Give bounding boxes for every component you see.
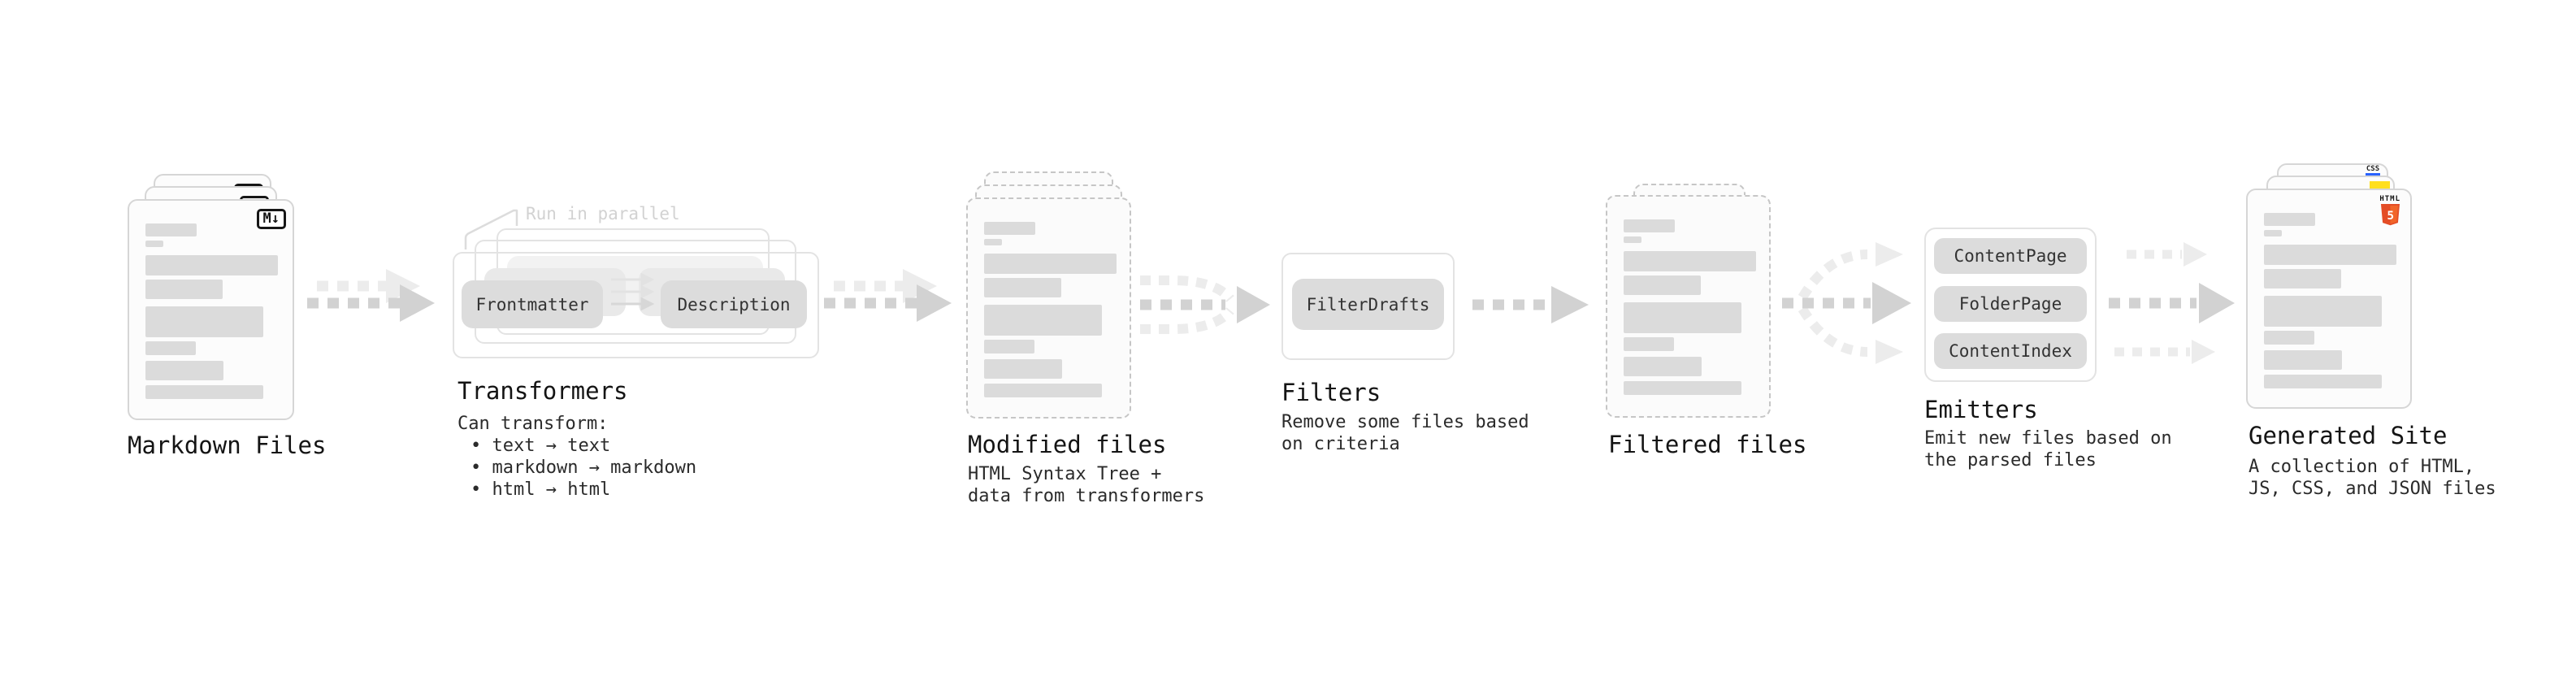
stage-title-emitters: Emitters xyxy=(1924,396,2038,423)
frontmatter-chip: Frontmatter xyxy=(462,280,603,328)
filterdrafts-chip: FilterDrafts xyxy=(1292,279,1444,330)
filters-description: Remove some files based on criteria xyxy=(1281,411,1529,455)
contentpage-chip: ContentPage xyxy=(1934,238,2087,274)
flow-arrow-markdown-to-transformers xyxy=(307,269,435,322)
modified-files-description: HTML Syntax Tree + data from transformer… xyxy=(968,463,1204,507)
markdown-icon: M↓ xyxy=(256,209,286,229)
flow-arrow-merge-modified-to-filters xyxy=(1140,275,1270,334)
transformers-description: Can transform: • text → text • markdown … xyxy=(458,413,696,501)
transformer-layer-box-front xyxy=(453,252,819,358)
emitters-desc-line-1: Emit new files based on xyxy=(1924,428,2172,449)
description-chip: Description xyxy=(661,280,807,328)
contentindex-chip: ContentIndex xyxy=(1934,333,2087,369)
folderpage-chip: FolderPage xyxy=(1934,286,2087,322)
transformers-bullet-1: • text → text xyxy=(471,436,611,456)
markdown-file-card-front: M↓ xyxy=(128,199,294,420)
transformers-bullet-3: • html → html xyxy=(471,479,611,500)
css-badge-label: CSS xyxy=(2366,165,2380,173)
flow-arrow-filters-to-filtered xyxy=(1472,286,1589,323)
filters-desc-line-2: on criteria xyxy=(1281,434,1400,454)
html5-icon: HTML 5 xyxy=(2379,195,2400,229)
transformers-desc-heading: Can transform: xyxy=(458,414,609,434)
skeleton-text-lines xyxy=(984,222,1117,397)
stage-title-modified-files: Modified files xyxy=(968,431,1167,458)
stage-title-filters: Filters xyxy=(1281,379,1381,406)
flow-arrow-fork-filtered-to-emitters xyxy=(1782,242,1911,364)
skeleton-text-lines xyxy=(145,223,280,399)
modified-desc-line-1: HTML Syntax Tree + xyxy=(968,464,1162,484)
javascript-icon xyxy=(2370,181,2390,190)
css-icon: CSS xyxy=(2366,166,2380,176)
stage-title-filtered-files: Filtered files xyxy=(1608,431,1807,458)
html5-badge-label: HTML xyxy=(2379,195,2400,203)
filtered-file-card-front xyxy=(1606,195,1771,418)
flow-arrow-transformers-to-modified xyxy=(824,269,952,322)
skeleton-text-lines xyxy=(2264,213,2397,388)
modified-desc-line-2: data from transformers xyxy=(968,486,1205,506)
flow-arrows-emitters-to-generated xyxy=(2109,242,2235,364)
stage-title-generated-site: Generated Site xyxy=(2249,422,2448,449)
generated-file-card-front: HTML 5 xyxy=(2246,189,2412,409)
emitters-description: Emit new files based on the parsed files xyxy=(1924,427,2172,471)
filters-desc-line-1: Remove some files based xyxy=(1281,412,1529,432)
transform-step-arrows-icon xyxy=(611,273,655,311)
html5-badge-number: 5 xyxy=(2387,210,2394,223)
emitters-desc-line-2: the parsed files xyxy=(1924,450,2097,471)
stage-title-transformers: Transformers xyxy=(458,377,628,405)
generated-desc-line-2: JS, CSS, and JSON files xyxy=(2249,479,2496,499)
generated-desc-line-1: A collection of HTML, xyxy=(2249,457,2475,477)
stage-title-markdown-files: Markdown Files xyxy=(128,432,327,459)
transformers-bullet-2: • markdown → markdown xyxy=(471,458,697,478)
generated-site-description: A collection of HTML, JS, CSS, and JSON … xyxy=(2249,456,2496,500)
callout-line xyxy=(464,209,518,249)
run-in-parallel-annotation: Run in parallel xyxy=(526,204,680,223)
skeleton-text-lines xyxy=(1624,219,1756,395)
modified-file-card-front xyxy=(966,197,1131,419)
